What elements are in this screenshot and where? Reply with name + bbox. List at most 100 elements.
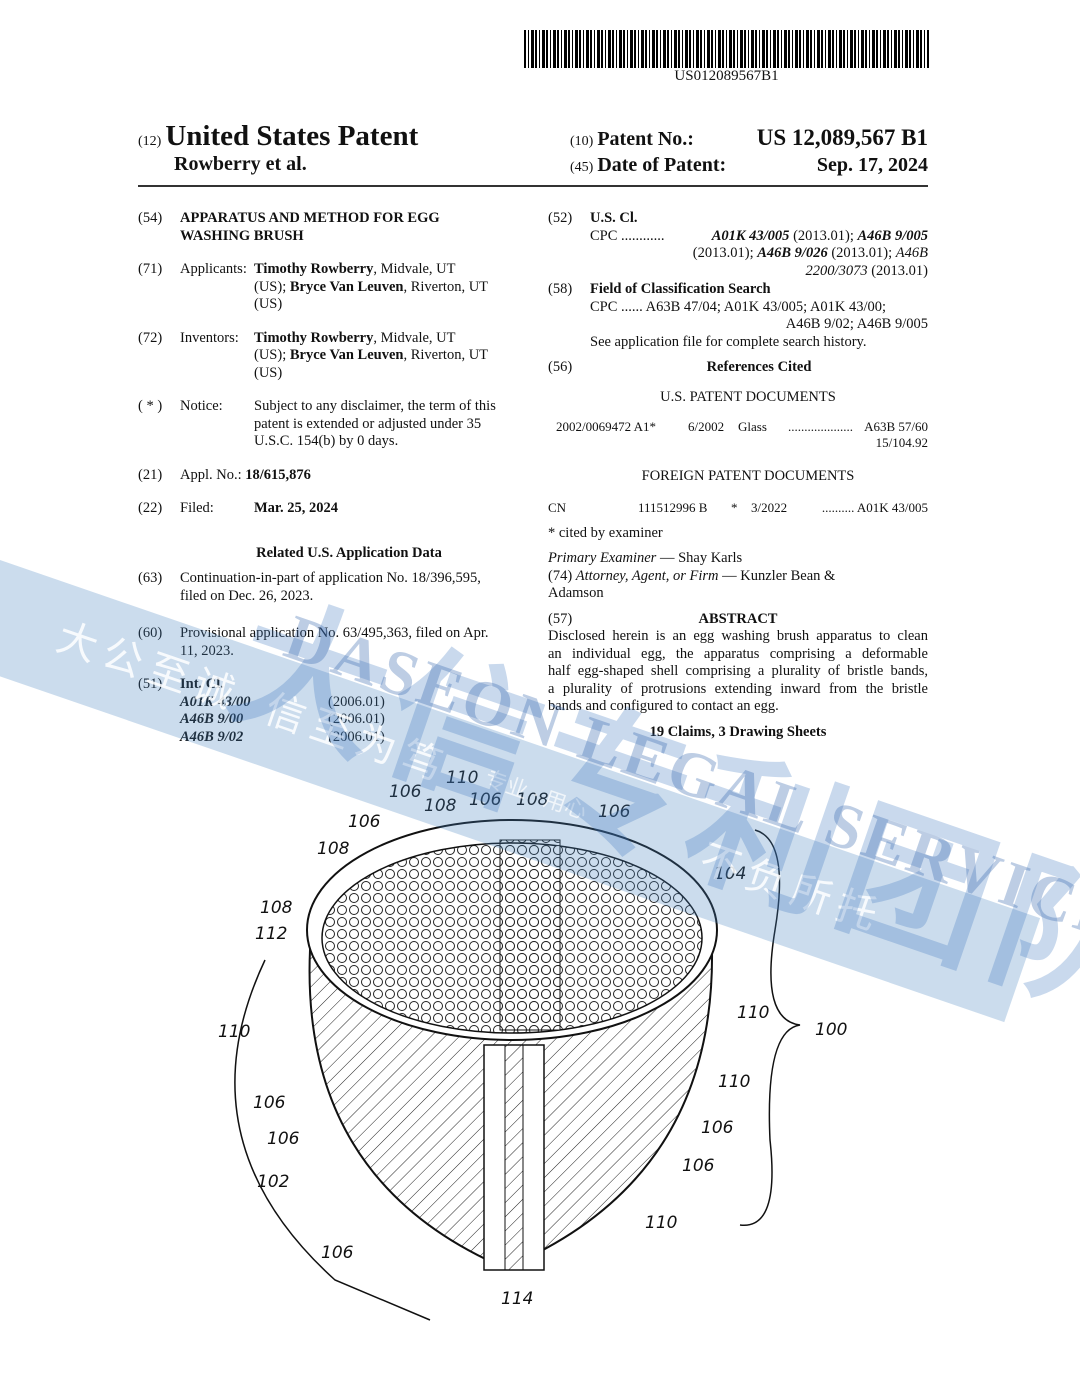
field-label: U.S. Cl. [590,210,638,226]
inid-code: ( * ) [138,398,163,414]
class-code: A46B [895,245,928,261]
abstract-line: an individual egg, the apparatus compris… [548,645,928,662]
ref-label: 106 [469,790,502,810]
egg-brush-drawing [234,819,801,1321]
barcode [524,30,929,68]
ref-label: 110 [718,1072,751,1092]
location: , Riverton, UT [403,278,489,295]
inventors-field: (72) Inventors: Timothy Rowberry, Midval… [138,330,518,383]
inid-code: (52) [548,210,573,226]
field-label: References Cited [706,359,812,375]
field-text: CPC ...... A63B 47/04; A01K 43/005; A01K… [590,298,887,315]
patent-number-row: (10) Patent No.: US 12,089,567 B1 [570,125,928,151]
ref-label: 104 [714,864,747,884]
inid-code: (58) [548,281,573,297]
inid-code: (45) [570,160,594,175]
field-label: Field of Classification Search [590,281,771,297]
ref-label: 110 [218,1022,251,1042]
barcode-number: US012089567B1 [674,68,779,84]
application-number: 18/615,876 [245,466,311,483]
center-bristle-band [499,839,561,1031]
ref-label: 108 [424,796,457,816]
inid-code: (54) [138,210,163,226]
abstract-heading: (57) ABSTRACT [548,611,928,629]
class-version: (2013.01); [692,245,758,261]
abstract-line: half egg-shaped shell comprising a plura… [548,663,928,679]
notice-text: patent is extended or adjusted under 35 [254,415,482,432]
related-data-heading: Related U.S. Application Data [256,544,442,561]
doc-date: 3/2022 [751,499,788,515]
attorney: (74) Attorney, Agent, or Firm — Kunzler … [548,568,928,603]
inventor-name: Bryce Van Leuven [289,347,404,363]
applicant-short: Rowberry et al. [174,153,307,175]
cited-note: * cited by examiner [548,524,663,541]
ref-label: 100 [815,1020,848,1040]
ref-label: 106 [348,812,381,832]
examiner: Primary Examiner — Shay Karls [548,550,928,568]
location: (US) [254,296,283,312]
ref-label: 102 [257,1172,290,1192]
location: , Midvale, UT [373,329,456,346]
doc-class: .......... A01K 43/005 [821,499,928,515]
inid-code: (12) [138,134,162,149]
appl-no-field: (21) Appl. No.: 18/615,876 [138,467,518,485]
class-version: (2013.01); [789,227,858,244]
claims-count: 19 Claims, 3 Drawing Sheets [649,723,827,740]
location: , Midvale, UT [373,261,456,277]
inid-code: (60) [138,625,163,641]
inid-code: (10) [570,134,594,149]
inid-code: (22) [138,500,163,516]
ref-label: 106 [389,782,422,802]
int-cl-row: A01K 43/00(2006.01) [180,694,518,712]
doc-country: CN [548,499,567,515]
field-label: Notice: [180,398,223,414]
continuation-field: (63) Continuation-in-part of application… [138,570,518,605]
doc-class: 15/104.92 [875,435,928,450]
bracket-left [234,959,431,1321]
inid-code: (51) [138,676,163,692]
ref-label: 108 [260,898,293,918]
field-text: Provisional application No. 63/495,363, … [180,625,489,641]
field-text: Continuation-in-part of application No. … [180,570,481,586]
dot-leader: .................... [788,419,853,434]
inventor-name: Timothy Rowberry [254,329,374,346]
doc-star: * [731,499,738,515]
us-doc-row: 2002/0069472 A1* 6/2002 Glass ..........… [548,418,928,452]
inid-code: (57) [548,610,573,627]
ref-label: 108 [317,839,350,859]
location: (US); [254,347,290,363]
examiner-label: Primary Examiner [548,550,657,566]
foreign-doc-row: CN 111512996 B * 3/2022 .......... A01K … [548,499,928,517]
cpc-label: CPC ............ [590,227,665,244]
class-code: A46B 9/026 [757,245,828,261]
field-label: Inventors: [180,329,239,346]
inid-code: (63) [138,570,163,586]
ref-label: 112 [255,924,288,944]
inid-code: (72) [138,329,163,346]
foreign-docs-heading: FOREIGN PATENT DOCUMENTS [641,468,855,484]
class-code: 2200/3073 [805,262,868,279]
inid-code: (74) [548,567,576,584]
applicant-name: Timothy Rowberry [254,261,374,277]
inid-code: (21) [138,466,163,483]
title-line: APPARATUS AND METHOD FOR EGG [180,210,440,226]
patent-header-left: (12) United States Patent [138,120,418,153]
classification-search-field: (58) Field of Classification Search CPC … [548,281,928,351]
bracket-100 [739,829,801,1226]
document-type-title: United States Patent [165,120,419,152]
patent-no-label: Patent No.: [597,128,694,150]
center-seam [504,1044,524,1271]
doc-number: 111512996 B [638,499,708,515]
class-version: (2013.01) [867,262,928,279]
header-divider [138,185,928,187]
patent-date-row: (45) Date of Patent: Sep. 17, 2024 [570,154,928,177]
date-label: Date of Patent: [597,154,727,176]
ref-label: 110 [737,1003,770,1023]
abstract-text: Disclosed herein is an egg washing brush… [548,628,928,716]
filed-date: Mar. 25, 2024 [254,500,339,516]
filed-field: (22) Filed: Mar. 25, 2024 [138,500,518,518]
notice-text: Subject to any disclaimer, the term of t… [254,398,496,414]
ref-label: 110 [645,1213,678,1233]
provisional-field: (60) Provisional application No. 63/495,… [138,625,518,660]
